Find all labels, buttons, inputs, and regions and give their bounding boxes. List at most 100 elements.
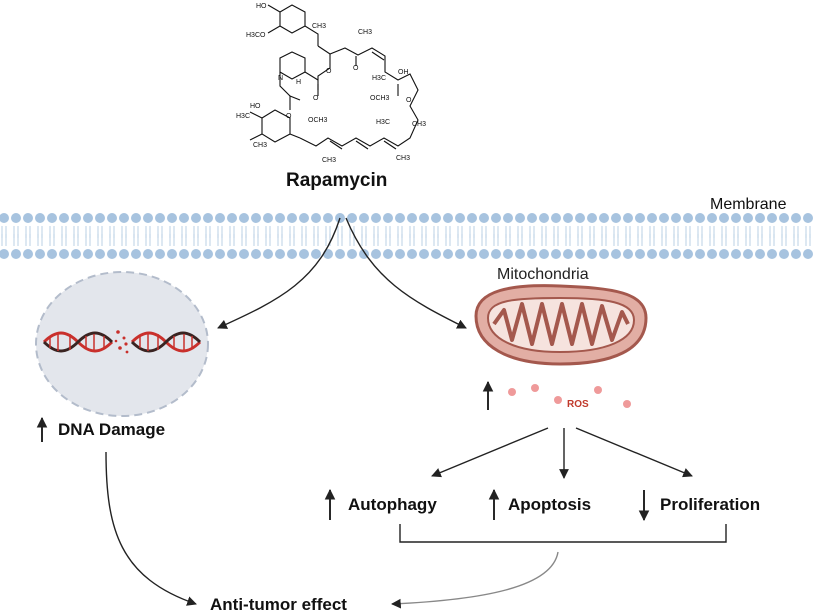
lipid-head [347, 249, 357, 259]
lipid-head [803, 249, 813, 259]
lipid-head [623, 213, 633, 223]
lipid-head [371, 249, 381, 259]
lipid-head [83, 249, 93, 259]
lipid-head [479, 213, 489, 223]
atom-label: OH [398, 69, 409, 76]
lipid-head [479, 249, 489, 259]
lipid-head [455, 249, 465, 259]
lipid-head [467, 249, 477, 259]
lipid-head [491, 213, 501, 223]
lipid-head [35, 249, 45, 259]
atom-label: H3C [236, 113, 250, 120]
lipid-head [635, 249, 645, 259]
lipid-head [647, 249, 657, 259]
lipid-head [395, 249, 405, 259]
lipid-head [683, 249, 693, 259]
anti-tumor-label: Anti-tumor effect [210, 595, 347, 614]
arrow-to-autophagy [431, 427, 549, 478]
lipid-head [143, 249, 153, 259]
lipid-head [239, 249, 249, 259]
lipid-head [755, 213, 765, 223]
lipid-head [131, 213, 141, 223]
lipid-head [551, 249, 561, 259]
lipid-head [47, 213, 57, 223]
arrows [105, 217, 727, 609]
atom-label: H3CO [246, 32, 266, 39]
lipid-head [431, 249, 441, 259]
cell-membrane [0, 213, 813, 259]
atom-label: OCH3 [370, 95, 390, 102]
lipid-head [227, 249, 237, 259]
lipid-head [287, 249, 297, 259]
lipid-head [59, 249, 69, 259]
lipid-head [95, 213, 105, 223]
apoptosis-label: Apoptosis [508, 495, 592, 514]
atom-label: CH3 [322, 157, 336, 164]
lipid-head [119, 213, 129, 223]
atom-label: O [406, 97, 412, 104]
lipid-head [47, 249, 57, 259]
lipid-head [443, 249, 453, 259]
lipid-head [563, 213, 573, 223]
lipid-head [623, 249, 633, 259]
lipid-head [0, 249, 9, 259]
lipid-head [179, 213, 189, 223]
lipid-head [215, 213, 225, 223]
atom-label: HO [250, 103, 261, 110]
atom-label: CH3 [312, 23, 326, 30]
lipid-head [455, 213, 465, 223]
lipid-head [539, 249, 549, 259]
lipid-head [503, 213, 513, 223]
lipid-head [767, 249, 777, 259]
lipid-head [299, 213, 309, 223]
lipid-head [743, 249, 753, 259]
lipid-head [359, 213, 369, 223]
atom-label: CH3 [253, 142, 267, 149]
membrane-label: Membrane [710, 196, 787, 213]
lipid-head [311, 249, 321, 259]
atom-label: CH3 [396, 155, 410, 162]
atom-label: H3C [372, 75, 386, 82]
lipid-head [611, 213, 621, 223]
lipid-head [275, 213, 285, 223]
lipid-head [635, 213, 645, 223]
atom-label: HO [256, 3, 267, 10]
outcome-bracket [399, 524, 727, 543]
lipid-head [731, 213, 741, 223]
lipid-head [23, 213, 33, 223]
lipid-head [71, 213, 81, 223]
lipid-head [251, 213, 261, 223]
lipid-head [227, 213, 237, 223]
lipid-head [779, 213, 789, 223]
lipid-head [0, 213, 9, 223]
lipid-head [683, 213, 693, 223]
lipid-head [611, 249, 621, 259]
lipid-head [587, 249, 597, 259]
lipid-head [575, 249, 585, 259]
lipid-head [731, 249, 741, 259]
dna-damage-label: DNA Damage [58, 420, 166, 439]
lipid-head [419, 213, 429, 223]
lipid-head [551, 213, 561, 223]
nucleus [35, 271, 209, 417]
lipid-head [263, 249, 273, 259]
arrow-bracket-to-outcome [391, 551, 559, 609]
atom-label: OCH3 [308, 117, 328, 124]
lipid-head [251, 249, 261, 259]
lipid-head [587, 213, 597, 223]
lipid-head [215, 249, 225, 259]
lipid-head [203, 213, 213, 223]
lipid-head [383, 213, 393, 223]
lipid-head [95, 249, 105, 259]
lipid-head [575, 213, 585, 223]
lipid-head [419, 249, 429, 259]
lipid-head [755, 249, 765, 259]
lipid-head [563, 249, 573, 259]
lipid-head [311, 213, 321, 223]
lipid-head [695, 213, 705, 223]
lipid-head [779, 249, 789, 259]
lipid-head [719, 249, 729, 259]
atom-label: O [353, 65, 359, 72]
lipid-head [527, 249, 537, 259]
drug-name: Rapamycin [286, 170, 388, 191]
